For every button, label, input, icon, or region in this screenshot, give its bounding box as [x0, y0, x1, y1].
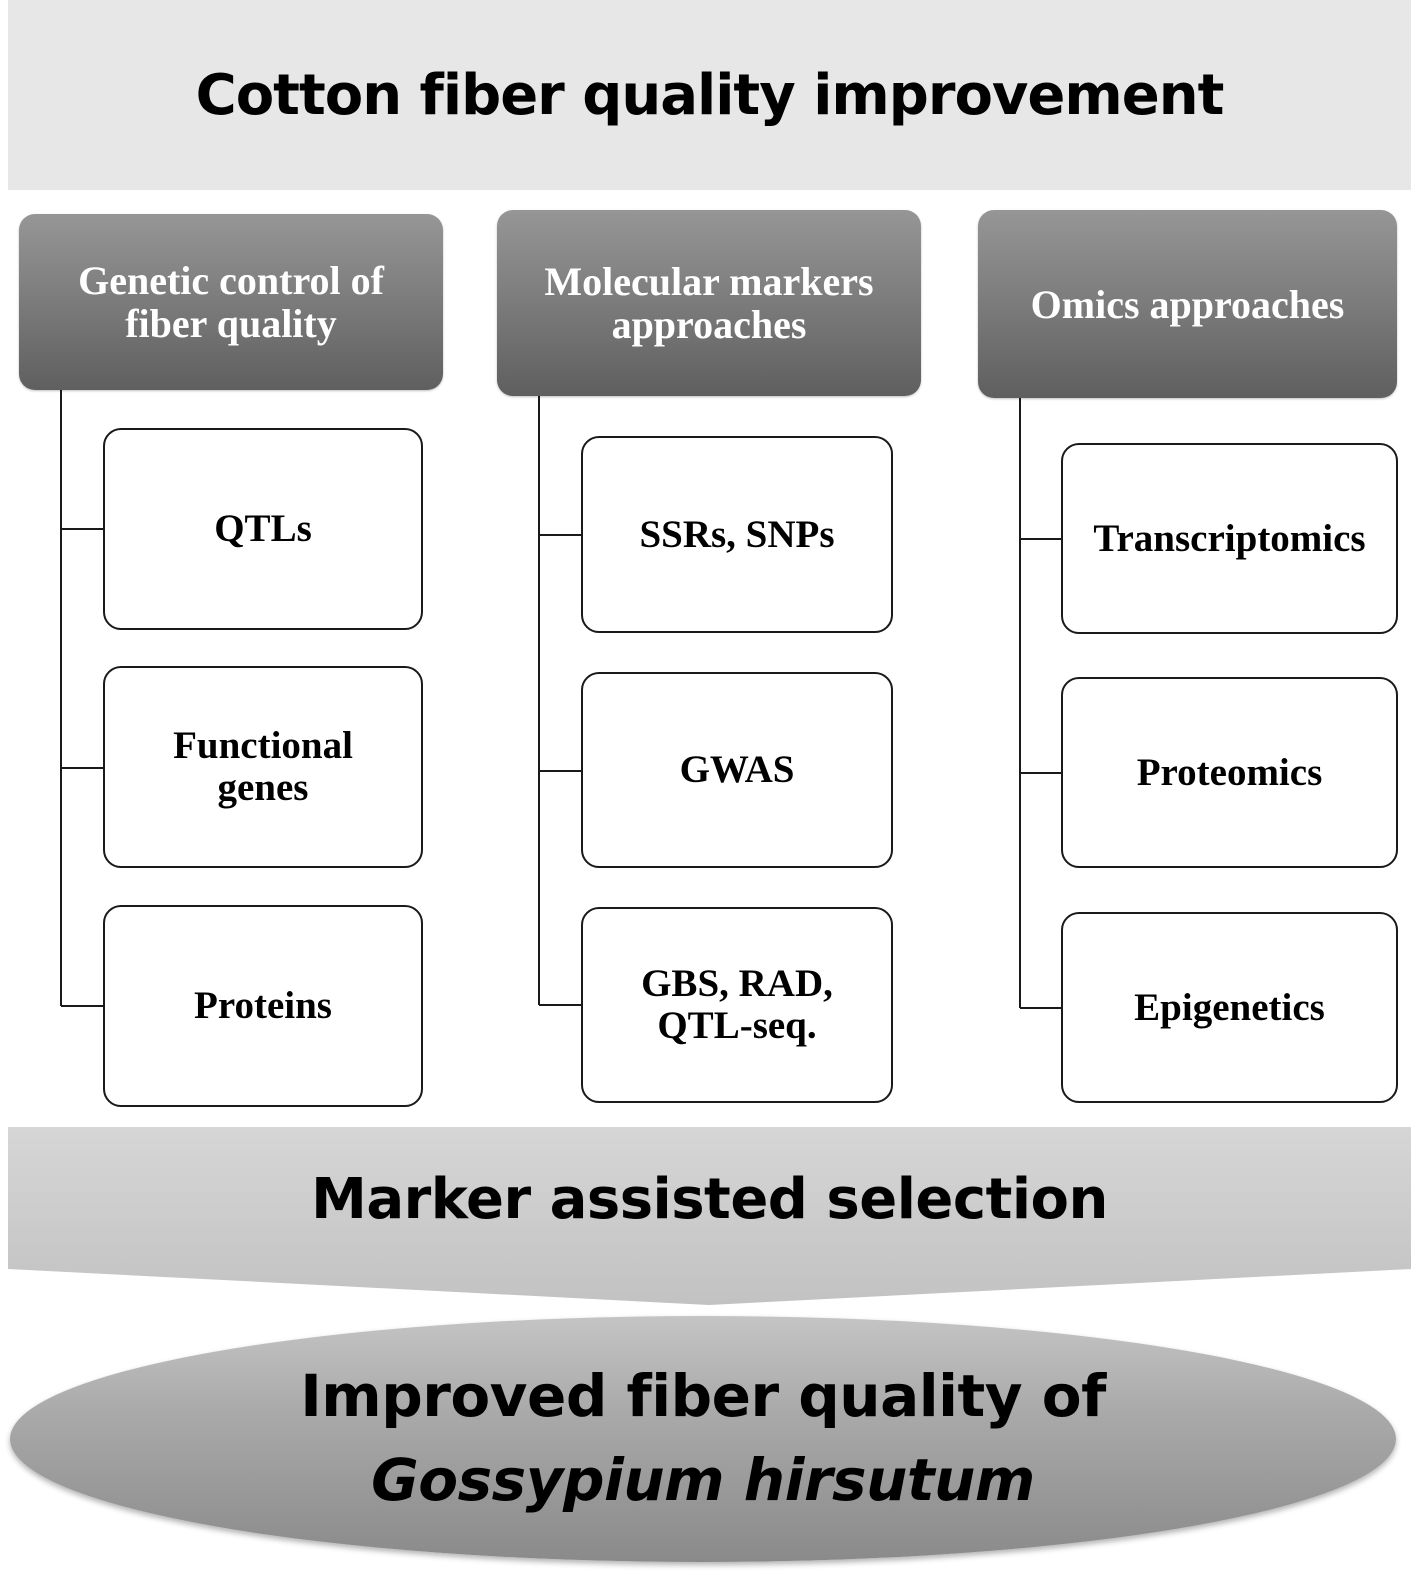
selection-label: Marker assisted selection	[311, 1167, 1108, 1232]
header-genetic-control-line2: fiber quality	[125, 301, 337, 346]
box-proteins: Proteins	[103, 905, 423, 1107]
box-proteins-label: Proteins	[194, 984, 332, 1027]
box-gbs-rad-qtlseq: GBS, RAD, QTL-seq.	[581, 907, 893, 1103]
title-banner: Cotton fiber quality improvement	[8, 0, 1411, 190]
box-functional-genes-line1: Functional	[173, 724, 353, 767]
box-transcriptomics-label: Transcriptomics	[1093, 516, 1366, 560]
box-gwas: GWAS	[581, 672, 893, 868]
box-epigenetics-label: Epigenetics	[1134, 985, 1325, 1029]
header-molecular-markers: Molecular markers approaches	[497, 210, 921, 396]
diagram-title: Cotton fiber quality improvement	[195, 62, 1225, 128]
box-transcriptomics: Transcriptomics	[1061, 443, 1398, 634]
header-molecular-markers-line1: Molecular markers	[544, 259, 874, 304]
box-functional-genes-line2: genes	[217, 766, 309, 809]
box-ssrs-snps: SSRs, SNPs	[581, 436, 893, 633]
box-qtls-label: QTLs	[214, 507, 312, 550]
selection-band: Marker assisted selection	[8, 1127, 1411, 1307]
selection-band-shape	[8, 1127, 1411, 1305]
box-gwas-label: GWAS	[679, 748, 795, 791]
outcome-ellipse: Improved fiber quality of Gossypium hirs…	[10, 1316, 1396, 1562]
box-proteomics: Proteomics	[1061, 677, 1398, 868]
box-gbs-rad-line2: QTL-seq.	[657, 1004, 817, 1047]
outcome-line1: Improved fiber quality of	[300, 1362, 1106, 1430]
box-ssrs-snps-label: SSRs, SNPs	[639, 512, 835, 556]
box-qtls: QTLs	[103, 428, 423, 630]
header-genetic-control-line1: Genetic control of	[78, 258, 384, 303]
header-genetic-control: Genetic control of fiber quality	[19, 214, 443, 390]
outcome-species: Gossypium hirsutum	[371, 1446, 1035, 1514]
header-omics-approaches-line1: Omics approaches	[1030, 281, 1345, 327]
box-epigenetics: Epigenetics	[1061, 912, 1398, 1103]
box-functional-genes: Functional genes	[103, 666, 423, 868]
box-gbs-rad-line1: GBS, RAD,	[641, 962, 833, 1005]
header-molecular-markers-line2: approaches	[611, 302, 807, 347]
box-proteomics-label: Proteomics	[1136, 750, 1323, 794]
header-omics-approaches: Omics approaches	[978, 210, 1397, 398]
